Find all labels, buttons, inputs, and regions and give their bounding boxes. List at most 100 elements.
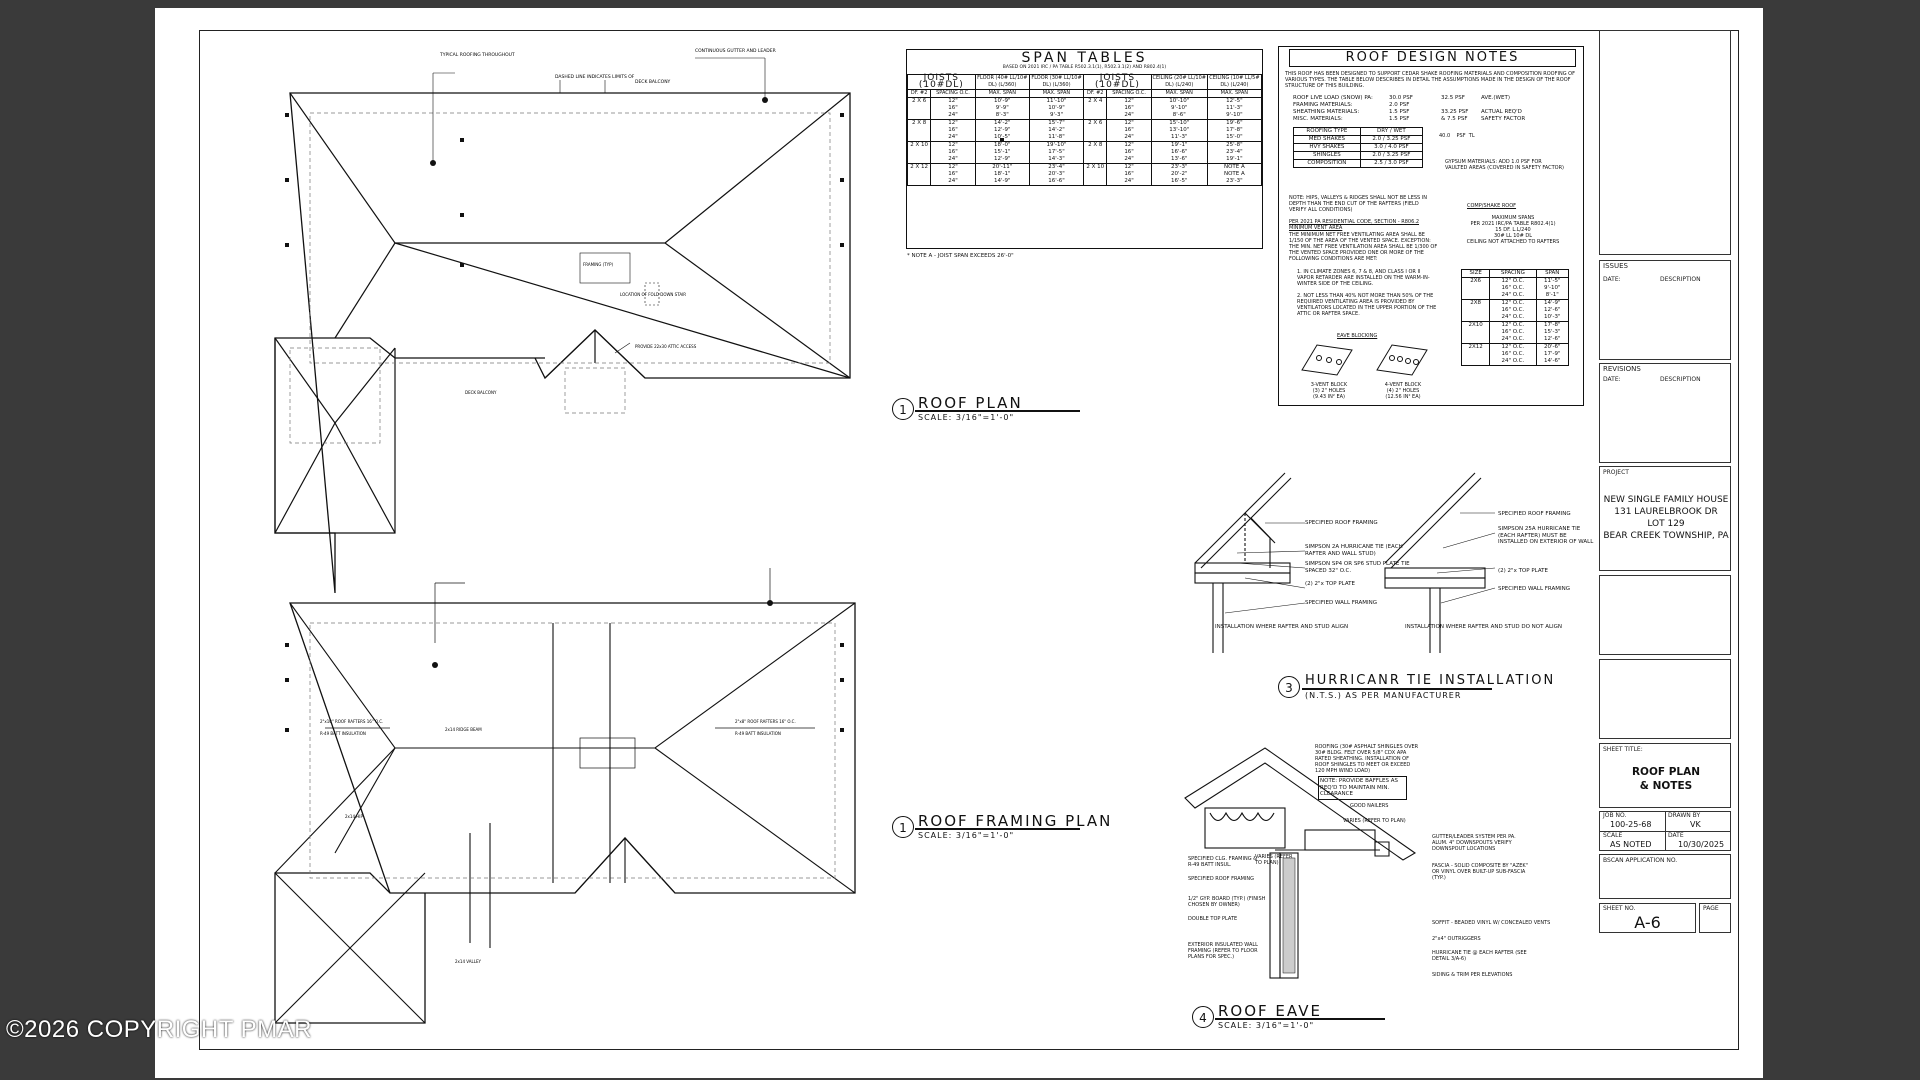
hurricane-detail-no: 3 (1278, 676, 1300, 698)
span-tables-note: * NOTE A - JOIST SPAN EXCEEDS 26'-0" (907, 253, 1014, 259)
eave-label-top-plate: DOUBLE TOP PLATE (1188, 916, 1238, 922)
span-floor-40: 18'-0"15'-1"12'-9" (974, 141, 1030, 164)
roof-plan-drawing: TYPICAL ROOFING THROUGHOUT CONTINUOUS GU… (274, 48, 1004, 594)
span-floor-40: 14'-2"12'-9"10'-5" (974, 119, 1030, 142)
framing-label-rafters-8: 2"x8" ROOF RAFTERS 16" O.C. (735, 719, 796, 724)
project-line-1: NEW SINGLE FAMILY HOUSE (1603, 495, 1729, 505)
date-label: DATE (1668, 832, 1684, 839)
span-head-floor-40: FLOOR (40# LL/10# DL) (L/360) (974, 74, 1030, 90)
comp-size: 2X10 (1460, 321, 1491, 344)
eave-label-fascia: FASCIA - SOLID COMPOSITE BY "AZEK" OR VI… (1432, 863, 1529, 881)
roof-framing-plan-drawing: 2"x10" ROOF RAFTERS 16" O.C. R-49 BATT I… (274, 568, 856, 1024)
span-floor-40: 10'-9"9'-9"8'-3" (974, 97, 1030, 120)
roof-design-notes: ROOF DESIGN NOTES THIS ROOF HAS BEEN DES… (1278, 46, 1584, 406)
span-tables-title: SPAN TABLES (1021, 50, 1148, 66)
roofing-drywet-head: DRY / WET (1359, 127, 1424, 136)
revisions-desc-label: DESCRIPTION (1660, 376, 1701, 383)
span-head-joists-r: JOISTS (10#DL) (1083, 74, 1152, 90)
span-size: 2 X 6 (906, 97, 932, 120)
bscan-box: BSCAN APPLICATION NO. (1599, 854, 1731, 899)
eave-block-b: 4-VENT BLOCK(4) 2" HOLES(12.56 IN² EA) (1384, 382, 1422, 400)
hurricane-left-2: SIMPSON 2A HURRICANE TIE (EACH RAFTER AN… (1305, 544, 1403, 557)
eave-label-roofing: ROOFING (30# ASPHALT SHINGLES OVER 30# B… (1315, 744, 1419, 774)
copyright-watermark: ©2026 COPYRIGHT PMAR (6, 1016, 312, 1043)
revisions-box: REVISIONS DATE: DESCRIPTION (1599, 363, 1731, 463)
span-sub-max-r2: MAX. SPAN (1206, 89, 1263, 98)
bscan-label: BSCAN APPLICATION NO. (1603, 857, 1678, 864)
comp-size: 2X12 (1460, 343, 1491, 366)
span-ceiling-10: 19'-6"17'-8"15'-0" (1206, 119, 1263, 142)
span-spacing: 12"16"24" (930, 163, 976, 186)
drawn-by-value: VK (1690, 820, 1701, 829)
roof-plan-note-provide: PROVIDE 22x30 ATTIC ACCESS (635, 344, 697, 349)
span-spacing: 12"16"24" (1106, 141, 1152, 164)
span-size: 2 X 10 (906, 141, 932, 164)
span-sub-spacing-r: SPACING O.C. (1106, 89, 1152, 98)
sheet-no-box: SHEET NO. A-6 (1599, 903, 1696, 933)
eave-label-siding: SIDING & TRIM PER ELEVATIONS (1432, 972, 1513, 978)
project-line-4: BEAR CREEK TOWNSHIP, PA (1603, 531, 1729, 541)
comp-span: 11'-5"9'-10"8'-1" (1535, 277, 1569, 300)
issues-box: ISSUES DATE: DESCRIPTION (1599, 260, 1731, 360)
eave-label-gyp: 1/2" GYP. BOARD (TYP.) (FINISH CHOSEN BY… (1188, 896, 1266, 908)
roof-plan-note-dashed: DASHED LINE INDICATES LIMITS OF (555, 74, 635, 80)
vent-item-1: 1. IN CLIMATE ZONES 6, 7 & 8, AND CLASS … (1297, 269, 1430, 287)
eave-scale: SCALE: 3/16"=1'-0" (1218, 1021, 1315, 1030)
eave-label-varies: VARIES (REFER TO PLAN) (1343, 818, 1406, 824)
sheet-title-line-2: & NOTES (1639, 780, 1693, 792)
span-head-joists-l: JOISTS (10#DL) (907, 74, 976, 90)
span-head-ceiling-10: CEILING (10# LL/5# DL) (L/240) (1206, 74, 1263, 90)
span-floor-30: 15'-7"14'-2"11'-8" (1028, 119, 1085, 142)
roof-total-load: 40.0 PSF TL (1439, 133, 1475, 139)
span-spacing: 12"16"24" (930, 141, 976, 164)
span-ceiling-20: 15'-10"13'-10"11'-3" (1150, 119, 1208, 142)
eave-label-outriggers: 2"x4" OUTRIGGERS (1432, 936, 1481, 942)
span-sub-spacing-l: SPACING O.C. (930, 89, 976, 98)
eave-detail-no: 4 (1192, 1006, 1214, 1028)
framing-label-hip: 2x14 HIP (345, 814, 363, 819)
roofing-weight: 3.0 / 4.0 PSF (1359, 143, 1424, 152)
span-floor-40: 20'-11"18'-1"14'-9" (974, 163, 1030, 186)
comp-span: 17'-8"15'-3"12'-6" (1535, 321, 1569, 344)
eave-label-soffit: SOFFIT - BEADED VINYL W/ CONCEALED VENTS (1432, 920, 1551, 926)
hurricane-left-caption: INSTALLATION WHERE RAFTER AND STUD ALIGN (1215, 624, 1349, 630)
eave-label-clg: SPECIFIED CLG. FRAMING & R-49 BATT INSUL… (1188, 856, 1258, 868)
eave-blocking-icons (1301, 344, 1428, 376)
framing-label-valley: 2x14 VALLEY (455, 959, 481, 964)
roof-eave-drawing (1184, 747, 1417, 979)
span-ceiling-20: 19'-1"16'-6"13'-6" (1150, 141, 1208, 164)
framing-label-ridge: 2x14 RIDGE BEAM (445, 727, 482, 732)
eave-label-nailers: GOOD NAILERS (1350, 803, 1389, 809)
comp-spacing: 12" O.C.16" O.C.24" O.C. (1489, 321, 1537, 344)
eave-label-varies-2: VARIES (REFER TO PLAN) (1255, 854, 1293, 866)
roofing-weight: 2.5 / 3.0 PSF (1359, 159, 1424, 168)
eave-label-note: NOTE: PROVIDE BAFFLES AS REQ'D TO MAINTA… (1318, 776, 1407, 800)
eave-block-a: 3-VENT BLOCK(3) 2" HOLES(9.43 IN² EA) (1310, 382, 1348, 400)
span-spacing: 12"16"24" (1106, 97, 1152, 120)
hurricane-right-3: (2) 2"x TOP PLATE (1498, 568, 1549, 574)
roofing-type: SHINGLES (1293, 151, 1361, 160)
span-floor-30: 19'-10"17'-5"14'-3" (1028, 141, 1085, 164)
scale-label: SCALE (1603, 832, 1623, 839)
hurricane-right-caption: INSTALLATION WHERE RAFTER AND STUD DO NO… (1405, 624, 1563, 630)
hurricane-left-4: (2) 2"x TOP PLATE (1305, 581, 1356, 587)
comp-size: 2X6 (1460, 277, 1491, 300)
span-head-floor-30: FLOOR (30# LL/10# DL) (L/360) (1028, 74, 1085, 90)
span-table-grid: JOISTS (10#DL) FLOOR (40# LL/10# DL) (L/… (906, 74, 1263, 186)
framing-plan-detail-no: 1 (892, 816, 914, 838)
eave-blocking-title: EAVE BLOCKING (1337, 333, 1378, 339)
job-info-box: JOB NO. 100-25-68 DRAWN BY VK SCALE AS N… (1599, 811, 1731, 851)
roofing-weight: 2.0 / 3.25 PSF (1359, 151, 1424, 160)
span-ceiling-10: 12'-5"11'-3"9'-10" (1206, 97, 1263, 120)
